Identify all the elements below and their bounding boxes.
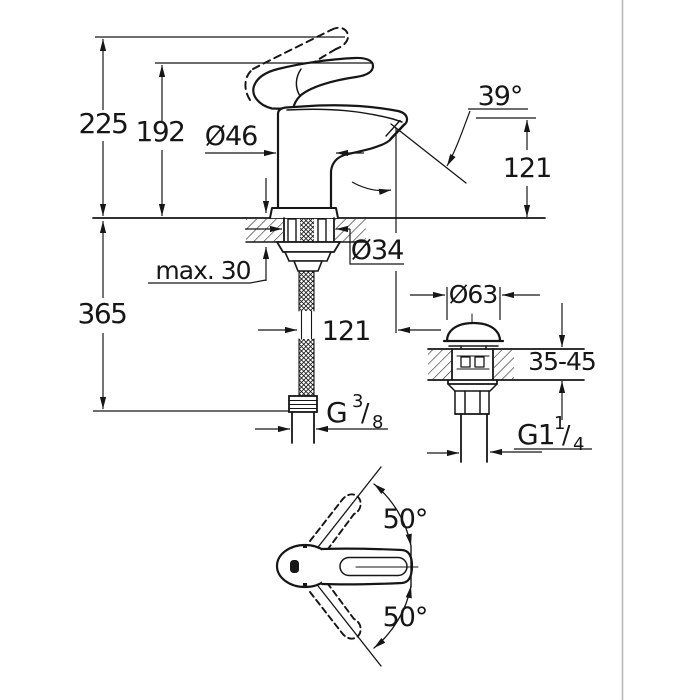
max30-leader <box>148 279 267 284</box>
handle-indicator-slot <box>290 560 299 573</box>
thread-labels: G 3 / 8 G1 1 / 4 <box>326 391 584 455</box>
swivel-arc-up <box>373 483 412 547</box>
label-shank-diameter: Ø34 <box>351 235 404 266</box>
svg-text:3: 3 <box>352 391 363 412</box>
drain-push-cap <box>445 321 502 343</box>
svg-text:/: / <box>361 398 370 427</box>
svg-text:1: 1 <box>554 413 565 434</box>
base-plate <box>269 207 339 219</box>
label-outlet-height: 121 <box>503 153 552 184</box>
drain-nut <box>454 390 490 415</box>
drain-flange <box>447 379 498 385</box>
handle-joint-line <box>295 68 302 97</box>
dim-34-leader <box>349 229 404 265</box>
aerator-lines <box>385 119 405 140</box>
handle-lever <box>252 56 375 111</box>
svg-text:/: / <box>562 420 571 449</box>
label-spout-reach: 121 <box>322 316 371 347</box>
label-swivel-angle-up: 50° <box>383 504 428 535</box>
label-body-diameter: Ø46 <box>205 121 258 152</box>
handle-dashed-swivel-positions <box>309 493 362 640</box>
flexible-hose <box>298 270 315 397</box>
mounting-assembly <box>245 217 367 444</box>
swivel-construction-line-up <box>310 466 382 557</box>
label-max-deck-thickness: max. 30 <box>155 256 250 285</box>
horseshoe-washer <box>275 241 342 253</box>
mounting-bolt-right <box>317 218 327 243</box>
overflow-hole-left <box>460 356 471 368</box>
label-deck-thickness-range: 35-45 <box>528 347 596 376</box>
label-hose-length: 365 <box>78 297 127 330</box>
spout-flow-arrow <box>351 181 392 195</box>
swivel-arc-down <box>373 585 412 649</box>
mounting-nut <box>292 260 324 272</box>
deck-section-hatch-left <box>246 219 283 242</box>
svg-text:G1: G1 <box>517 418 555 451</box>
handle-top-view <box>275 466 419 667</box>
overflow-hole-right <box>474 356 485 368</box>
drain-valve-detail <box>427 313 585 463</box>
angle-39-arc <box>446 110 471 167</box>
label-hose-thread: G 3 / 8 <box>326 391 383 433</box>
dimension-labels: 225 192 Ø46 39° 121 Ø34 max. 30 365 121 … <box>78 81 597 633</box>
label-swivel-angle-down: 50° <box>383 602 428 633</box>
label-lever-height: 192 <box>136 115 185 148</box>
svg-text:4: 4 <box>573 434 584 455</box>
swivel-construction-line-down <box>310 576 382 667</box>
label-aerator-angle: 39° <box>478 81 523 112</box>
faucet-front-view <box>92 26 546 219</box>
label-drain-cap-diameter: Ø63 <box>449 280 498 309</box>
svg-text:8: 8 <box>372 412 383 433</box>
label-drain-thread: G1 1 / 4 <box>517 413 584 455</box>
water-stream-line <box>390 123 467 184</box>
drain-deck-hatch-left <box>428 350 452 380</box>
dimension-lines <box>93 36 592 457</box>
svg-text:G: G <box>326 396 347 429</box>
faucet-body-spout <box>276 104 409 218</box>
mounting-bolt-left <box>287 218 297 243</box>
label-overall-height: 225 <box>79 107 128 140</box>
drain-deck-hatch-right <box>494 350 514 380</box>
spout-top-edge-line <box>286 108 403 123</box>
